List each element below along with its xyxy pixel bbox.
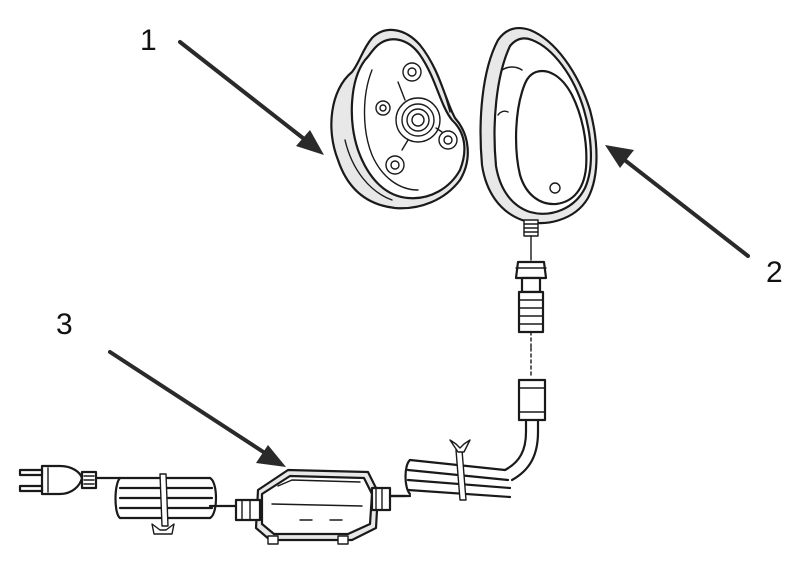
power-supply-part-3 [234, 468, 412, 545]
connector-chain [503, 260, 548, 482]
coiled-cable-right [378, 439, 512, 501]
coiled-cable-left [114, 473, 238, 535]
mounting-bracket-part-1 [330, 28, 469, 210]
callout-arrow-1 [178, 40, 324, 155]
power-plug [18, 464, 122, 496]
callout-label-2: 2 [766, 256, 783, 289]
callout-label-3: 3 [56, 308, 73, 341]
callout-label-1: 1 [140, 24, 157, 57]
callout-arrow-2 [605, 145, 750, 258]
lamp-body-part-2 [479, 26, 598, 261]
callout-arrow-3 [108, 350, 286, 467]
